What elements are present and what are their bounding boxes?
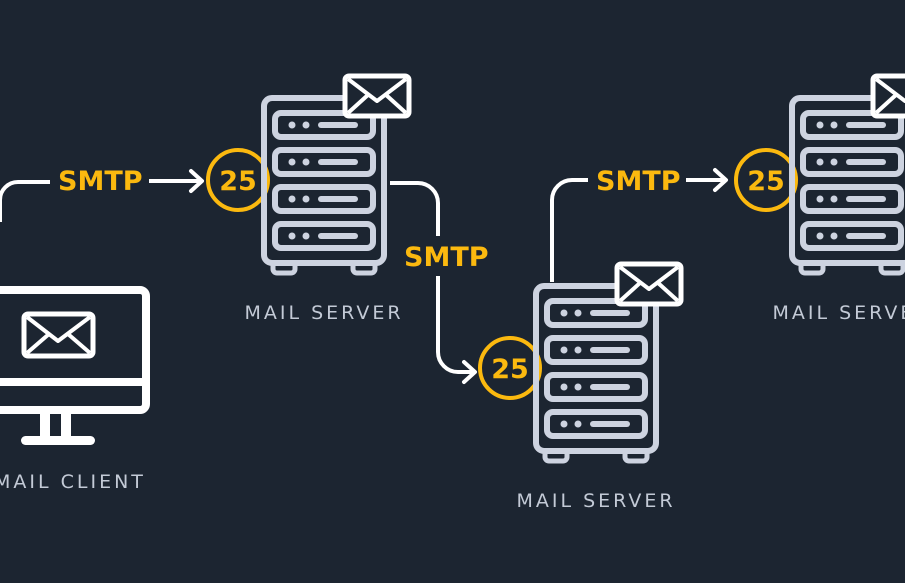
connection-client-to-server1: SMTP 25 (0, 148, 270, 222)
protocol-label: SMTP (404, 242, 489, 273)
protocol-label: SMTP (58, 166, 143, 197)
arrow-icon (462, 360, 477, 384)
arrow-icon (686, 168, 728, 192)
envelope-icon (345, 76, 409, 116)
connector-line (0, 180, 50, 222)
monitor-icon (0, 286, 150, 445)
connection-server2-to-server3: SMTP 25 (550, 148, 798, 282)
envelope-icon (873, 76, 905, 116)
envelope-icon (617, 264, 681, 304)
port-badge (206, 148, 270, 212)
mail-server-node-1: MAIL SERVER (244, 76, 409, 324)
server-rack-icon (792, 98, 905, 273)
server-rack-icon (264, 98, 384, 273)
mail-server-label: MAIL SERVER (772, 302, 905, 324)
protocol-label: SMTP (596, 166, 681, 197)
server-rack-icon (536, 286, 656, 461)
arrow-icon (149, 169, 204, 193)
mail-server-label: MAIL SERVER (244, 302, 403, 324)
mail-server-node-2: MAIL SERVER (516, 264, 681, 512)
port-badge (478, 336, 542, 400)
mail-server-label: MAIL SERVER (516, 490, 675, 512)
mail-client-label: MAIL CLIENT (0, 471, 146, 493)
mail-client-node: MAIL CLIENT (0, 286, 150, 493)
client-envelope-icon (21, 311, 96, 359)
connector-line (390, 181, 440, 236)
connector-line (436, 276, 474, 374)
port-number: 25 (219, 166, 257, 197)
mail-server-node-3: MAIL SERVER (772, 76, 905, 324)
port-badge (734, 148, 798, 212)
connector-line (550, 178, 588, 282)
port-number: 25 (491, 354, 529, 385)
port-number: 25 (747, 166, 785, 197)
connection-server1-to-server2: SMTP 25 (390, 181, 542, 400)
